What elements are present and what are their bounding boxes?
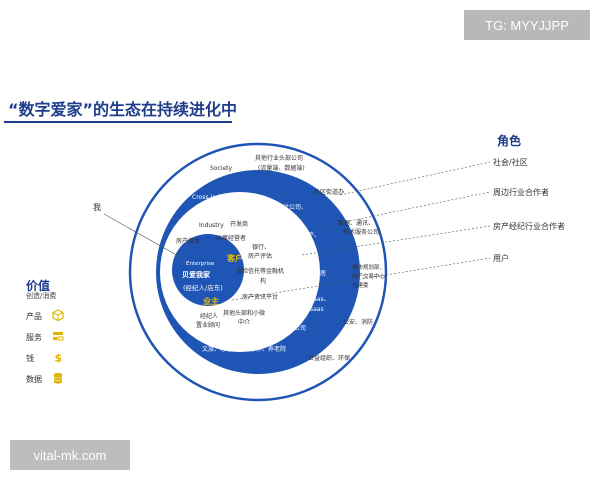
label-agent2: 置业顾问 <box>196 321 220 329</box>
product-icon <box>52 309 64 321</box>
svg-text:$: $ <box>55 352 63 364</box>
database-icon <box>53 372 63 384</box>
label-agent1: 经纪人 <box>200 312 218 320</box>
connector-surrounding <box>329 191 491 226</box>
label-deco2: 设计师 <box>272 212 290 220</box>
connector-user <box>231 257 491 301</box>
label-info-platform: 房产资讯平台 <box>242 293 278 301</box>
label-outer-top2: (流量端、数据端) <box>258 164 305 172</box>
value-data: 数据 <box>26 375 42 384</box>
label-outer-top: 其他行业头部公司 <box>255 154 303 162</box>
label-community-portal: 社区街道办 <box>314 188 344 196</box>
label-data-co2: 技术服务公司 <box>343 228 379 236</box>
label-insurance2: 构 <box>260 277 266 285</box>
label-media: 房产媒体 <box>176 237 200 245</box>
label-commerce2: 街边铺 <box>296 241 314 249</box>
center-subtitle: (经纪人/店东) <box>183 283 223 292</box>
connector-me <box>103 213 183 259</box>
label-data-co1: 数据、通讯、 <box>338 219 374 227</box>
label-insurance1: 保险信托等金融机 <box>236 267 284 275</box>
role-user: 用户 <box>493 254 509 263</box>
ring-label-industry: Industry <box>199 222 224 229</box>
label-smart-home: 智能家居 <box>302 269 326 277</box>
label-apt-saas1: 公寓saas、 <box>298 295 330 303</box>
role-agency: 房产经纪行业合作者 <box>493 222 565 231</box>
label-customer: 客户 <box>226 253 243 263</box>
page-title: “数字爱家”的生态在持续进化中 <box>8 100 238 119</box>
label-owner: 业主 <box>203 296 219 306</box>
label-other-small1: 其他头部和小微 <box>223 309 265 317</box>
label-property: 物业公司 <box>282 324 306 332</box>
title-underline <box>4 121 232 123</box>
ring-label-cross: Cross-industry <box>192 194 236 201</box>
value-money: 钱 <box>26 354 34 363</box>
label-urban2: 房产交易中心 <box>352 272 386 280</box>
label-apt-saas2: 中介saas <box>298 305 324 313</box>
values-heading: 价值 <box>26 279 51 293</box>
ring-label-society: Society <box>210 165 232 172</box>
connector-society <box>339 161 491 196</box>
label-security: 公安、消防 <box>343 318 373 326</box>
values-subheading: 创造/消费 <box>26 292 57 300</box>
label-culture: 文旅、心理咨询、疗养、养老院 <box>202 345 286 353</box>
label-commerce1: 商业地产、 <box>290 231 320 239</box>
center-title: 贝爱我家 <box>182 270 211 279</box>
role-surrounding: 周边行业合作者 <box>493 188 549 197</box>
label-me: 我 <box>93 202 101 212</box>
enterprise-core <box>172 234 244 306</box>
role-society: 社会/社区 <box>493 158 528 167</box>
label-urban1: 城市规划部、 <box>352 263 385 271</box>
label-public-welfare: 公益组织、环保 <box>308 354 350 362</box>
label-vr: VR <box>243 193 253 201</box>
label-apt-mgr: 公寓经营者 <box>216 234 246 242</box>
ring-label-enterprise: Enterprise <box>186 261 215 267</box>
value-service: 服务 <box>26 333 42 342</box>
label-other-small2: 中介 <box>238 318 250 326</box>
label-bank1: 银行、 <box>252 243 270 251</box>
service-icon <box>53 332 64 341</box>
label-urban3: 住建委 <box>352 281 369 289</box>
watermark-top: TG: MYYJJPP <box>464 10 590 40</box>
label-deco1: 装修设计公司、 <box>265 203 307 211</box>
value-product: 产品 <box>26 312 42 321</box>
roles-heading: 角色 <box>497 134 522 148</box>
label-developer: 开发商 <box>230 220 248 228</box>
money-icon: $ <box>55 352 63 364</box>
label-bank2: 房产评估 <box>248 252 272 260</box>
watermark-bottom: vital-mk.com <box>10 440 130 470</box>
